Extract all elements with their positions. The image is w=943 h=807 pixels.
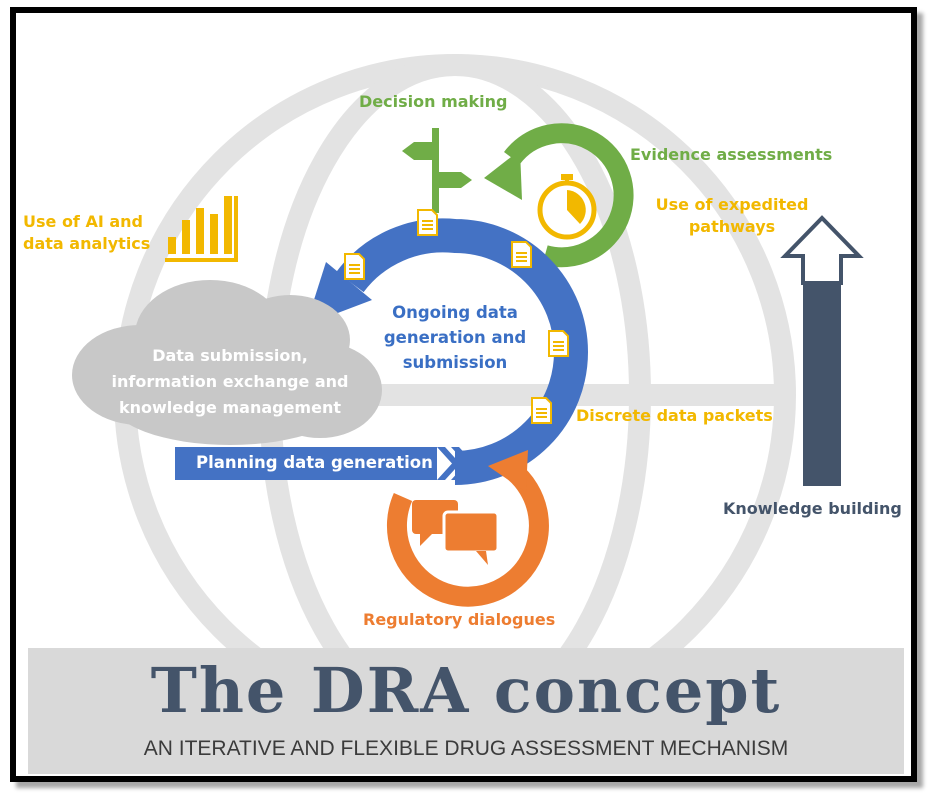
planning-arrow bbox=[175, 447, 474, 480]
signpost-icon bbox=[402, 128, 472, 213]
evidence-cycle-arrow bbox=[484, 123, 634, 268]
ai-analytics-line1: Use of AI and bbox=[23, 212, 144, 231]
discrete-packets-label: Discrete data packets bbox=[576, 406, 773, 425]
stopwatch-icon bbox=[537, 174, 597, 240]
document-icon-5 bbox=[531, 397, 552, 424]
cloud-line3: knowledge management bbox=[119, 398, 341, 417]
cloud-label: Data submission, information exchange an… bbox=[90, 343, 370, 421]
ai-analytics-label: Use of AI and data analytics bbox=[23, 211, 150, 255]
ongoing-data-line3: submission bbox=[402, 353, 508, 372]
title-band: The DRA concept AN ITERATIVE AND FLEXIBL… bbox=[28, 648, 904, 774]
document-icon-4 bbox=[548, 330, 569, 357]
ai-analytics-line2: data analytics bbox=[23, 234, 151, 253]
document-icon-1 bbox=[417, 209, 438, 236]
bar-chart-icon bbox=[165, 196, 238, 262]
cloud-icon bbox=[72, 280, 382, 445]
expedited-pathways-label: Use of expedited pathways bbox=[642, 194, 822, 238]
regulatory-dialogues-label: Regulatory dialogues bbox=[363, 610, 556, 629]
ongoing-data-line2: generation and bbox=[383, 328, 527, 347]
expedited-pathways-line2: pathways bbox=[688, 217, 776, 236]
ongoing-data-label: Ongoing data generation and submission bbox=[372, 300, 538, 375]
evidence-assessments-label: Evidence assessments bbox=[630, 145, 833, 164]
cloud-line1: Data submission, bbox=[152, 346, 308, 365]
page-subtitle: AN ITERATIVE AND FLEXIBLE DRUG ASSESSMEN… bbox=[143, 737, 789, 760]
planning-label: Planning data generation bbox=[196, 453, 433, 472]
knowledge-building-label: Knowledge building bbox=[723, 499, 902, 518]
regulatory-cycle-arrow bbox=[386, 450, 549, 607]
ongoing-data-line1: Ongoing data bbox=[392, 303, 518, 322]
decision-making-label: Decision making bbox=[359, 92, 508, 111]
document-icon-3 bbox=[344, 253, 365, 280]
diagram-canvas bbox=[72, 54, 864, 648]
cloud-line2: information exchange and bbox=[111, 372, 349, 391]
page-title: The DRA concept bbox=[150, 654, 782, 727]
document-icon-2 bbox=[511, 241, 532, 268]
expedited-pathways-line1: Use of expedited bbox=[655, 195, 809, 214]
up-arrow-icon bbox=[780, 215, 864, 486]
speech-bubbles-icon bbox=[412, 500, 500, 565]
